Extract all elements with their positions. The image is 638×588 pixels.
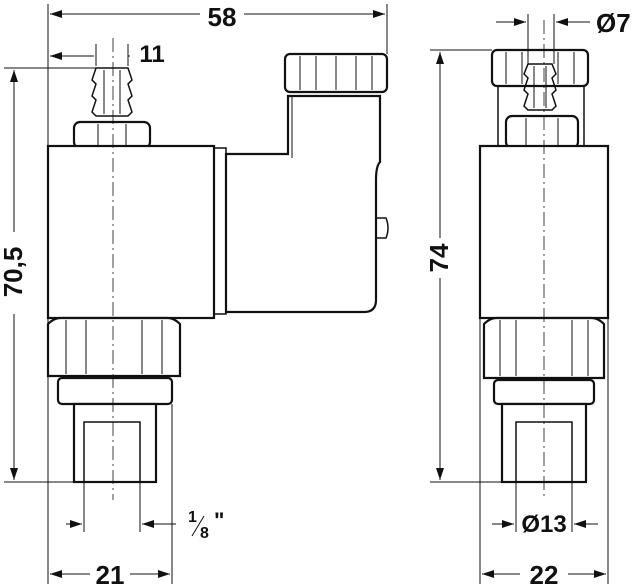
coil-body — [46, 144, 216, 320]
dim-height-front: 74 — [424, 49, 502, 483]
dim-barb-width: 11 — [50, 41, 165, 68]
coil-flange — [213, 147, 227, 315]
dim-58-label: 58 — [208, 2, 237, 32]
dim-d13-label: Ø13 — [521, 511, 566, 538]
front-connector-cap — [490, 48, 590, 88]
dim-port-dia: Ø13 — [492, 482, 598, 538]
dim-height-side: 70,5 — [0, 67, 96, 483]
dim-70-5-label: 70,5 — [0, 247, 28, 298]
port-fitting — [72, 402, 158, 484]
dim-overall-width: 58 — [47, 2, 388, 146]
dim-22-label: 22 — [530, 560, 559, 588]
dim-body-front: 22 — [479, 318, 609, 588]
front-top-nut — [504, 114, 580, 150]
front-barb — [523, 63, 557, 111]
dim-11-label: 11 — [139, 41, 164, 68]
dim-74-label: 74 — [424, 243, 454, 272]
connector-housing — [224, 52, 389, 314]
dim-d7-label: Ø7 — [596, 8, 631, 38]
front-view — [478, 20, 610, 500]
hose-barb — [91, 67, 133, 117]
top-nut — [72, 120, 152, 150]
dim-body-side: 21 — [47, 318, 173, 588]
dim-21-label: 21 — [96, 560, 125, 588]
dim-thread-suffix: " — [214, 508, 224, 533]
dim-thread-num: 1 — [188, 509, 197, 526]
dim-thread-den: 8 — [200, 525, 209, 542]
side-view — [46, 38, 389, 500]
dim-thread: 1 8 " — [66, 482, 224, 542]
bottom-nut — [46, 316, 182, 406]
dim-cable-dia: Ø7 — [496, 8, 631, 64]
